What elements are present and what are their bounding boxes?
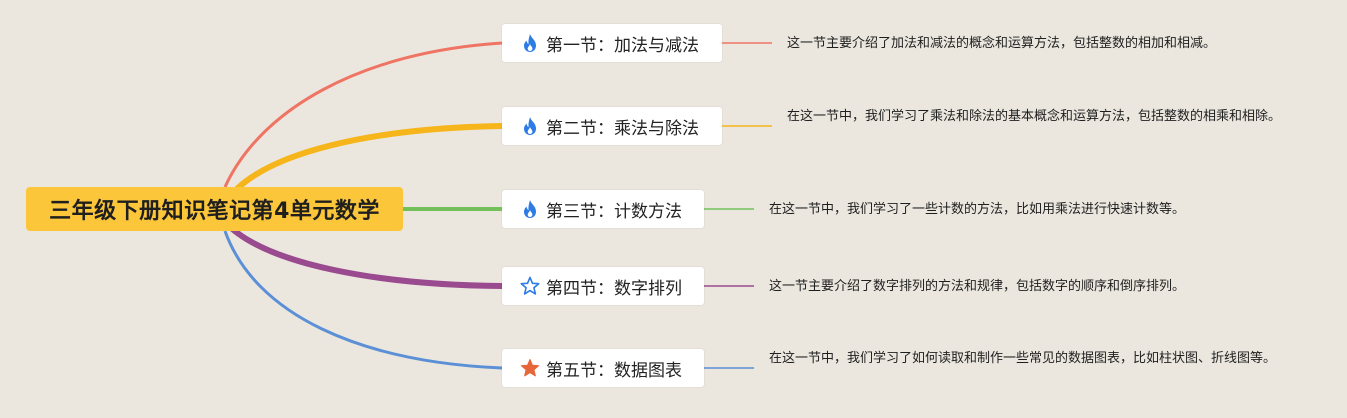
branch-link-2 (222, 123, 503, 205)
topic-description-5: 在这一节中，我们学习了如何读取和制作一些常见的数据图表，比如柱状图、折线图等。 (769, 351, 1277, 366)
branch-link-1 (223, 41, 503, 188)
topic-section-5[interactable]: 第五节：数据图表 (502, 349, 704, 387)
fire-icon (520, 33, 540, 53)
branch-link-4 (222, 219, 503, 289)
topic-description-2: 在这一节中，我们学习了乘法和除法的基本概念和运算方法，包括整数的相乘和相除。 (787, 109, 1282, 124)
root-topic-label: 三年级下册知识笔记第4单元数学 (49, 199, 380, 224)
star-outline-icon (520, 276, 540, 296)
topic-description-3: 在这一节中，我们学习了一些计数的方法，比如用乘法进行快速计数等。 (769, 202, 1186, 217)
topic-description-4: 这一节主要介绍了数字排列的方法和规律，包括数字的顺序和倒序排列。 (769, 279, 1186, 294)
topic-section-3[interactable]: 第三节：计数方法 (502, 190, 704, 228)
root-topic[interactable]: 三年级下册知识笔记第4单元数学 (26, 187, 403, 231)
topic-label: 第二节：乘法与除法 (546, 118, 699, 139)
topic-label: 第四节：数字排列 (546, 278, 682, 299)
topic-label: 第五节：数据图表 (546, 360, 682, 381)
fire-icon (520, 199, 540, 219)
fire-icon (520, 116, 540, 136)
topic-label: 第一节：加法与减法 (546, 35, 699, 56)
topic-label: 第三节：计数方法 (546, 201, 682, 222)
star-filled-icon (520, 358, 540, 378)
topic-section-1[interactable]: 第一节：加法与减法 (502, 24, 722, 62)
topic-section-4[interactable]: 第四节：数字排列 (502, 267, 704, 305)
branch-link-5 (223, 230, 503, 370)
topic-section-2[interactable]: 第二节：乘法与除法 (502, 107, 722, 145)
topic-description-1: 这一节主要介绍了加法和减法的概念和运算方法，包括整数的相加和相减。 (787, 36, 1217, 51)
